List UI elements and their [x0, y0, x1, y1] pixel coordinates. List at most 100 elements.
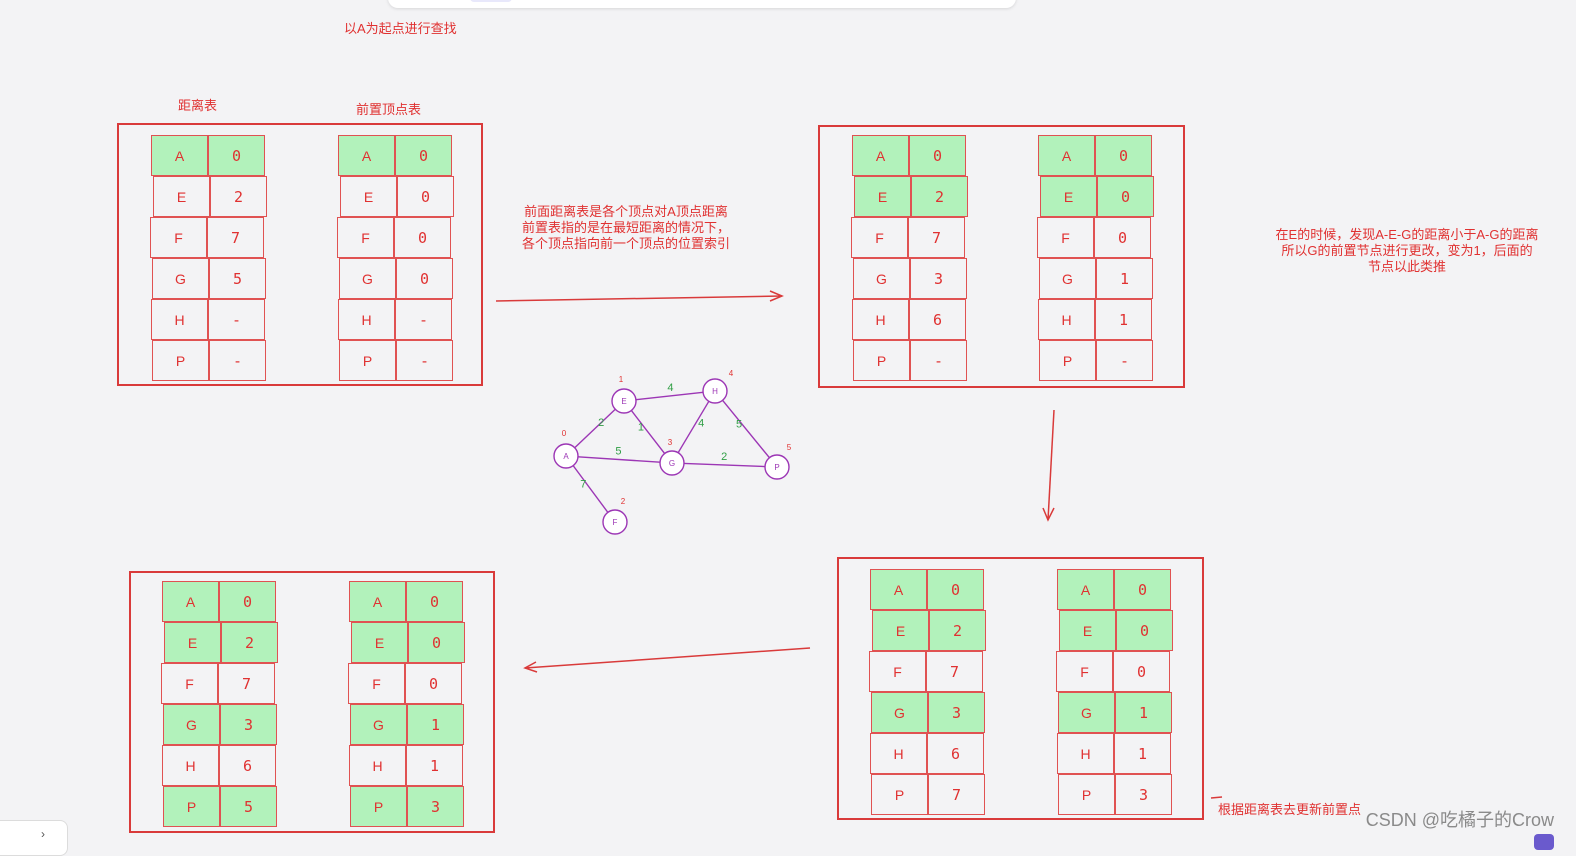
panel4-distance-vertex-g: G [163, 704, 220, 745]
panel3-distance-value-f: 7 [926, 651, 983, 692]
panel2-prev-value-e: 0 [1097, 176, 1154, 217]
arrow-step2-to-step3 [1047, 409, 1055, 521]
panel2-prev-value-h: 1 [1095, 299, 1152, 340]
prev-table-title: 前置顶点表 [356, 102, 422, 117]
edge-e-h [635, 391, 704, 401]
panel3-prev-value-p: 3 [1115, 774, 1172, 815]
panel4-distance-vertex-p: P [163, 786, 220, 827]
update-e-note: 在E的时候，发现A-E-G的距离小于A-G的距离 所以G的前置节点进行更改，变为… [1275, 227, 1539, 274]
panel3-distance-vertex-a: A [870, 569, 927, 610]
panel1-distance-vertex-p: P [152, 340, 209, 381]
graph-node-label-g: G [669, 459, 675, 468]
panel3-prev-value-e: 0 [1116, 610, 1173, 651]
panel3-distance-value-a: 0 [927, 569, 984, 610]
panel1-prev-value-g: 0 [396, 258, 453, 299]
graph-node-a [553, 443, 579, 469]
toolbar-active-tool[interactable] [470, 0, 512, 2]
panel-step-4 [129, 571, 495, 833]
top-toolbar[interactable] [388, 0, 1016, 8]
panel-step-3 [837, 557, 1204, 820]
panel2-prev-value-g: 1 [1096, 258, 1153, 299]
panel2-distance-vertex-g: G [853, 258, 910, 299]
panel3-prev-vertex-e: E [1059, 610, 1116, 651]
zoom-widget[interactable]: › [0, 820, 68, 856]
panel4-distance-vertex-e: E [164, 622, 221, 663]
panel2-distance-value-p: - [910, 340, 967, 381]
panel2-distance-value-g: 3 [910, 258, 967, 299]
panel1-distance-vertex-f: F [150, 217, 207, 258]
panel4-prev-value-f: 0 [405, 663, 462, 704]
graph-node-index-h: 4 [729, 369, 734, 378]
panel2-prev-vertex-g: G [1039, 258, 1096, 299]
panel3-prev-vertex-g: G [1058, 692, 1115, 733]
graph-node-index-a: 0 [562, 429, 567, 438]
distance-table-title: 距离表 [178, 98, 218, 113]
panel4-prev-vertex-p: P [350, 786, 407, 827]
panel2-distance-value-a: 0 [909, 135, 966, 176]
panel4-distance-value-g: 3 [220, 704, 277, 745]
graph-node-e [611, 388, 637, 414]
panel2-prev-vertex-e: E [1040, 176, 1097, 217]
panel1-prev-value-p: - [396, 340, 453, 381]
chevron-right-icon[interactable]: › [41, 827, 45, 841]
panel4-distance-value-p: 5 [220, 786, 277, 827]
panel2-distance-value-h: 6 [909, 299, 966, 340]
graph-node-index-f: 2 [621, 497, 626, 506]
panel3-prev-vertex-h: H [1057, 733, 1114, 774]
panel1-prev-vertex-g: G [339, 258, 396, 299]
graph-node-label-p: P [774, 463, 779, 472]
panel4-prev-vertex-h: H [349, 745, 406, 786]
edge-weight-e-g: 1 [638, 421, 644, 433]
panel2-distance-vertex-p: P [853, 340, 910, 381]
graph-node-p [764, 454, 790, 480]
edge-h-p [722, 399, 770, 459]
update-rule-note: 根据距离表去更新前置点 [1218, 802, 1362, 817]
panel4-distance-value-a: 0 [219, 581, 276, 622]
help-hex-icon[interactable] [1534, 834, 1554, 850]
edge-a-f [572, 465, 609, 513]
edge-a-g [577, 456, 661, 463]
panel2-prev-value-a: 0 [1095, 135, 1152, 176]
panel2-prev-value-p: - [1096, 340, 1153, 381]
panel1-prev-vertex-h: H [338, 299, 395, 340]
panel1-prev-vertex-e: E [340, 176, 397, 217]
panel3-distance-vertex-h: H [870, 733, 927, 774]
panel4-prev-vertex-a: A [349, 581, 406, 622]
panel1-distance-vertex-h: H [151, 299, 208, 340]
panel2-prev-vertex-f: F [1037, 217, 1094, 258]
panel-step-1 [117, 123, 483, 386]
edge-a-e [574, 408, 616, 449]
panel1-distance-value-p: - [209, 340, 266, 381]
panel4-prev-value-p: 3 [407, 786, 464, 827]
explain-note: 前面距离表是各个顶点对A顶点距离 前置表指的是在最短距离的情况下， 各个顶点指向… [521, 204, 730, 251]
panel3-prev-value-h: 1 [1114, 733, 1171, 774]
panel4-prev-vertex-f: F [348, 663, 405, 704]
panel3-prev-vertex-p: P [1058, 774, 1115, 815]
panel3-prev-value-a: 0 [1114, 569, 1171, 610]
arrow-head-step2-to-step3 [1042, 507, 1055, 522]
panel2-distance-value-f: 7 [908, 217, 965, 258]
panel1-distance-value-e: 2 [210, 176, 267, 217]
edge-e-g [630, 410, 666, 454]
panel4-distance-value-h: 6 [219, 745, 276, 786]
panel3-distance-vertex-f: F [869, 651, 926, 692]
panel1-distance-value-h: - [208, 299, 265, 340]
panel3-prev-value-f: 0 [1113, 651, 1170, 692]
panel-step-2 [818, 125, 1185, 388]
panel4-distance-vertex-f: F [161, 663, 218, 704]
graph-node-g [659, 450, 685, 476]
panel1-distance-value-f: 7 [207, 217, 264, 258]
graph-node-label-f: F [613, 518, 618, 527]
graph-node-index-p: 5 [787, 443, 792, 452]
panel4-prev-value-a: 0 [406, 581, 463, 622]
edge-weight-a-g: 5 [615, 446, 621, 458]
panel3-prev-vertex-f: F [1056, 651, 1113, 692]
arrow-head-step1-to-step2 [769, 290, 784, 302]
edge-weight-a-f: 7 [580, 479, 586, 491]
panel1-distance-vertex-e: E [153, 176, 210, 217]
edge-weight-g-p: 2 [721, 451, 727, 463]
arrow-head-step3-to-step4 [523, 661, 538, 673]
panel3-distance-vertex-p: P [871, 774, 928, 815]
edge-weight-g-h: 4 [698, 417, 704, 429]
